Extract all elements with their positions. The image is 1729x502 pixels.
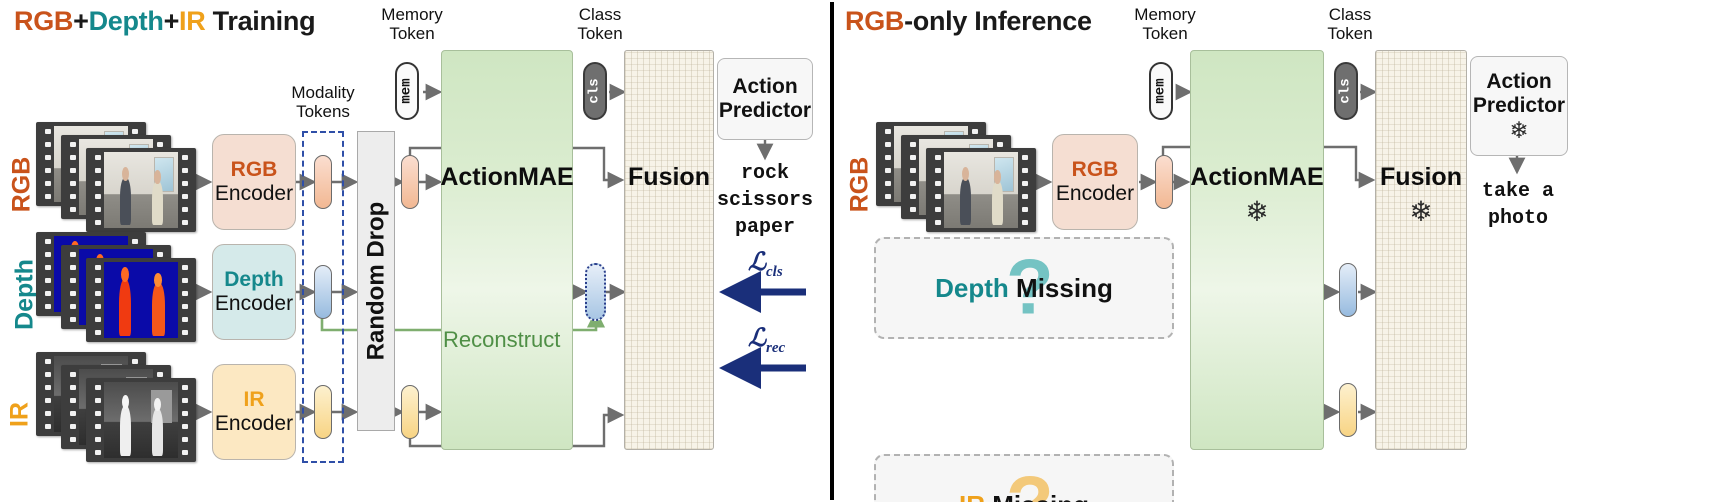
loss-cls-subscript: cls bbox=[766, 264, 783, 280]
rgb-encoder-box[interactable]: RGB Encoder bbox=[212, 134, 296, 230]
ir-video-frames bbox=[36, 352, 196, 462]
modality-token-rgb[interactable] bbox=[314, 155, 332, 209]
rgb-video-frames bbox=[36, 122, 196, 232]
dropped-token-rgb[interactable] bbox=[401, 155, 419, 209]
modality-tokens-caption: Modality Tokens bbox=[291, 83, 355, 122]
title-part-plus1: + bbox=[73, 6, 89, 36]
snowflake-icon-actionmae: ❄ bbox=[1245, 196, 1269, 227]
ir-missing-suffix: Missing bbox=[985, 490, 1089, 502]
actionmae-label-left: ActionMAE bbox=[440, 163, 574, 191]
depth-encoder-subtitle: Encoder bbox=[214, 292, 294, 315]
output-token-ir-right[interactable] bbox=[1339, 383, 1357, 437]
class-token-caption-right: Class Token bbox=[1327, 5, 1373, 44]
random-drop-block[interactable]: Random Drop bbox=[357, 131, 395, 431]
reconstructed-token[interactable] bbox=[585, 263, 606, 321]
depth-video-frames bbox=[36, 232, 196, 342]
modality-token-rgb-right[interactable] bbox=[1155, 155, 1173, 209]
action-predictor-right[interactable]: Action Predictor ❄ bbox=[1470, 56, 1568, 156]
depth-missing-suffix: Missing bbox=[1008, 272, 1113, 303]
rgb-encoder-subtitle-right: Encoder bbox=[1055, 182, 1135, 205]
output-token-depth-right[interactable] bbox=[1339, 263, 1357, 317]
rgb-video-frames-right bbox=[876, 122, 1036, 232]
action-predictor-line1-right: Action bbox=[1486, 69, 1552, 93]
class-token-pill-label: cls bbox=[587, 78, 603, 104]
loss-rec-symbol: ℒ bbox=[748, 325, 767, 352]
rgb-encoder-title-right: RGB bbox=[1071, 158, 1119, 182]
class-token-pill-left[interactable]: cls bbox=[583, 62, 607, 120]
rgb-encoder-box-right[interactable]: RGB Encoder bbox=[1052, 134, 1138, 230]
ir-missing-label: IR Missing bbox=[959, 490, 1089, 502]
title-part-rgb: RGB bbox=[14, 6, 74, 36]
modality-token-depth[interactable] bbox=[314, 265, 332, 319]
memory-token-caption-left: Memory Token bbox=[381, 5, 443, 44]
row-label-ir: IR bbox=[5, 402, 34, 427]
prediction-output-left: rock scissors paper bbox=[716, 162, 813, 239]
question-mark-icon-ir: ? bbox=[1006, 464, 1054, 502]
title-part-ir: IR bbox=[179, 6, 206, 36]
actionmae-block-left[interactable]: ActionMAE bbox=[440, 50, 574, 450]
loss-cls-symbol: ℒ bbox=[748, 249, 767, 276]
snowflake-icon-fusion: ❄ bbox=[1409, 196, 1433, 227]
dropped-token-ir[interactable] bbox=[401, 385, 419, 439]
depth-encoder-title: Depth bbox=[224, 268, 284, 292]
depth-encoder-box[interactable]: Depth Encoder bbox=[212, 244, 296, 340]
ir-encoder-subtitle: Encoder bbox=[214, 412, 294, 435]
ir-missing-box: ? IR Missing bbox=[874, 454, 1174, 502]
reconstruct-label: Reconstruct bbox=[443, 327, 561, 352]
panel-divider bbox=[830, 2, 834, 500]
memory-token-pill-label-right: mem bbox=[1153, 78, 1169, 104]
modality-tokens-group bbox=[302, 131, 344, 463]
title-part-depth: Depth bbox=[88, 6, 164, 36]
depth-missing-label: Depth Missing bbox=[935, 273, 1113, 304]
ir-encoder-title: IR bbox=[243, 388, 265, 412]
fusion-label-left: Fusion bbox=[628, 163, 710, 191]
actionmae-label-right: ActionMAE bbox=[1190, 163, 1324, 191]
class-token-pill-right[interactable]: cls bbox=[1334, 62, 1358, 120]
memory-token-pill-right[interactable]: mem bbox=[1149, 62, 1173, 120]
action-predictor-line2-left: Predictor bbox=[718, 99, 812, 122]
memory-token-pill-label: mem bbox=[399, 78, 415, 104]
right-title-part-rest: -only Inference bbox=[904, 6, 1092, 36]
loss-rec-subscript: rec bbox=[766, 340, 786, 356]
class-token-caption-left: Class Token bbox=[577, 5, 623, 44]
right-panel-title: RGB-only Inference bbox=[845, 6, 1092, 37]
loss-rec-label: ℒrec bbox=[748, 323, 785, 357]
depth-missing-prefix: Depth bbox=[935, 272, 1009, 303]
row-label-rgb: RGB bbox=[7, 156, 36, 213]
action-predictor-line2-right: Predictor bbox=[1472, 93, 1566, 117]
rgb-encoder-subtitle: Encoder bbox=[214, 182, 294, 205]
right-title-part-rgb: RGB bbox=[845, 6, 905, 36]
action-predictor-left[interactable]: Action Predictor bbox=[717, 58, 813, 140]
ir-missing-prefix: IR bbox=[959, 490, 985, 502]
memory-token-pill-left[interactable]: mem bbox=[395, 62, 419, 120]
ir-encoder-box[interactable]: IR Encoder bbox=[212, 364, 296, 460]
actionmae-block-right[interactable]: ActionMAE ❄ bbox=[1190, 50, 1324, 450]
class-token-pill-label-right: cls bbox=[1338, 78, 1354, 104]
modality-token-ir[interactable] bbox=[314, 385, 332, 439]
fusion-block-left[interactable]: Fusion bbox=[624, 50, 714, 450]
left-panel-title: RGB+Depth+IR Training bbox=[14, 6, 316, 37]
memory-token-caption-right: Memory Token bbox=[1134, 5, 1196, 44]
prediction-output-right: take a photo bbox=[1481, 180, 1554, 230]
loss-cls-label: ℒcls bbox=[748, 247, 783, 281]
depth-missing-box: ? Depth Missing bbox=[874, 237, 1174, 339]
rgb-encoder-title: RGB bbox=[230, 158, 278, 182]
snowflake-icon-predictor: ❄ bbox=[1509, 117, 1529, 144]
title-part-training: Training bbox=[205, 6, 316, 36]
fusion-label-right: Fusion bbox=[1380, 163, 1462, 191]
random-drop-label: Random Drop bbox=[362, 201, 390, 361]
title-part-plus2: + bbox=[163, 6, 180, 36]
row-label-rgb-right: RGB bbox=[845, 156, 874, 213]
question-mark-icon-depth: ? bbox=[1006, 242, 1054, 331]
fusion-block-right[interactable]: Fusion ❄ bbox=[1375, 50, 1467, 450]
action-predictor-line1-left: Action bbox=[732, 75, 798, 99]
